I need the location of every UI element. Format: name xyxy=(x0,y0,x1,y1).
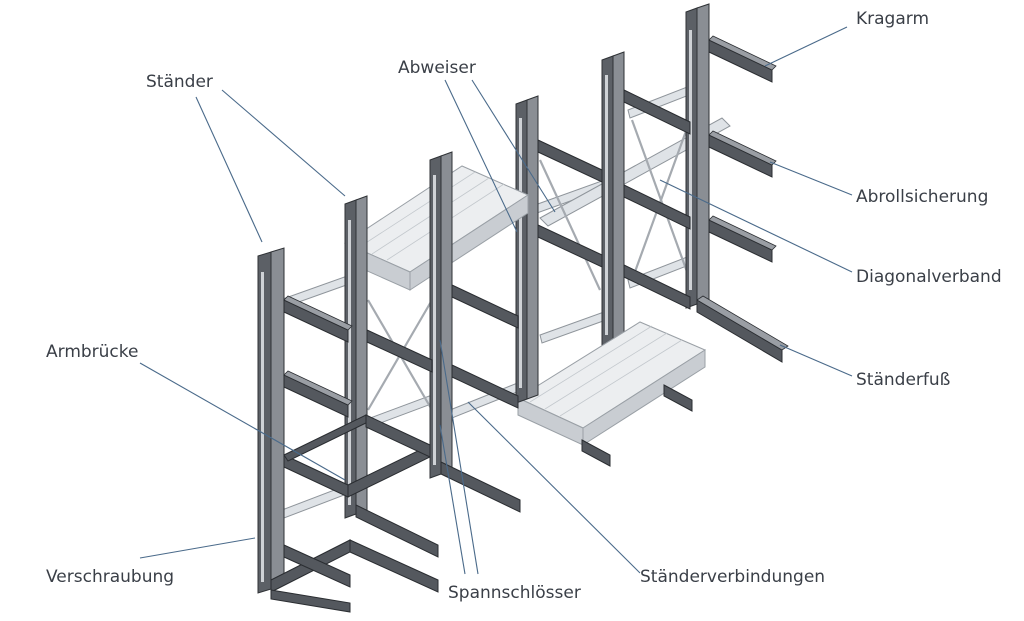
label-verschraubung: Verschraubung xyxy=(46,567,174,587)
label-abweiser: Abweiser xyxy=(398,58,476,78)
labels: Kragarm Ständer Abweiser Abrollsicherung… xyxy=(46,9,1002,603)
staender-post-front xyxy=(257,247,439,613)
leader-diagonalverband xyxy=(659,179,853,273)
staender-post-1a xyxy=(344,195,439,558)
leader-spannschloesser-1 xyxy=(439,424,466,575)
leader-staender-2 xyxy=(221,89,346,197)
leader-staender-1 xyxy=(195,96,263,243)
label-kragarm: Kragarm xyxy=(856,9,929,29)
staender-post-4 xyxy=(685,3,789,363)
label-spannschloesser: Spannschlösser xyxy=(448,583,581,603)
staender-post-2 xyxy=(515,95,603,404)
leader-abrollsicherung xyxy=(769,161,853,196)
label-staenderverbindungen: Ständerverbindungen xyxy=(640,567,825,587)
load-platform-lower xyxy=(516,321,707,467)
label-abrollsicherung: Abrollsicherung xyxy=(856,187,988,207)
abweiser-tube xyxy=(539,117,731,227)
leader-abweiser-1 xyxy=(444,79,518,233)
label-armbruecke: Armbrücke xyxy=(46,342,138,362)
leader-lines xyxy=(139,26,853,575)
label-staender: Ständer xyxy=(146,72,213,92)
label-diagonalverband: Diagonalverband xyxy=(856,267,1002,287)
leader-abweiser-2 xyxy=(471,79,556,213)
label-staenderfuss: Ständerfuß xyxy=(856,370,950,390)
staender-verbindungen-tubes xyxy=(279,81,703,519)
staender-post-1b xyxy=(429,151,521,513)
leader-staenderfuss xyxy=(779,344,853,377)
leader-spannschloesser-2 xyxy=(439,339,479,575)
leader-kragarm xyxy=(764,26,848,67)
leader-staenderverbindungen xyxy=(467,401,641,574)
staender-post-3 xyxy=(601,51,691,349)
leader-armbruecke xyxy=(139,362,346,481)
leader-verschraubung xyxy=(139,537,256,559)
